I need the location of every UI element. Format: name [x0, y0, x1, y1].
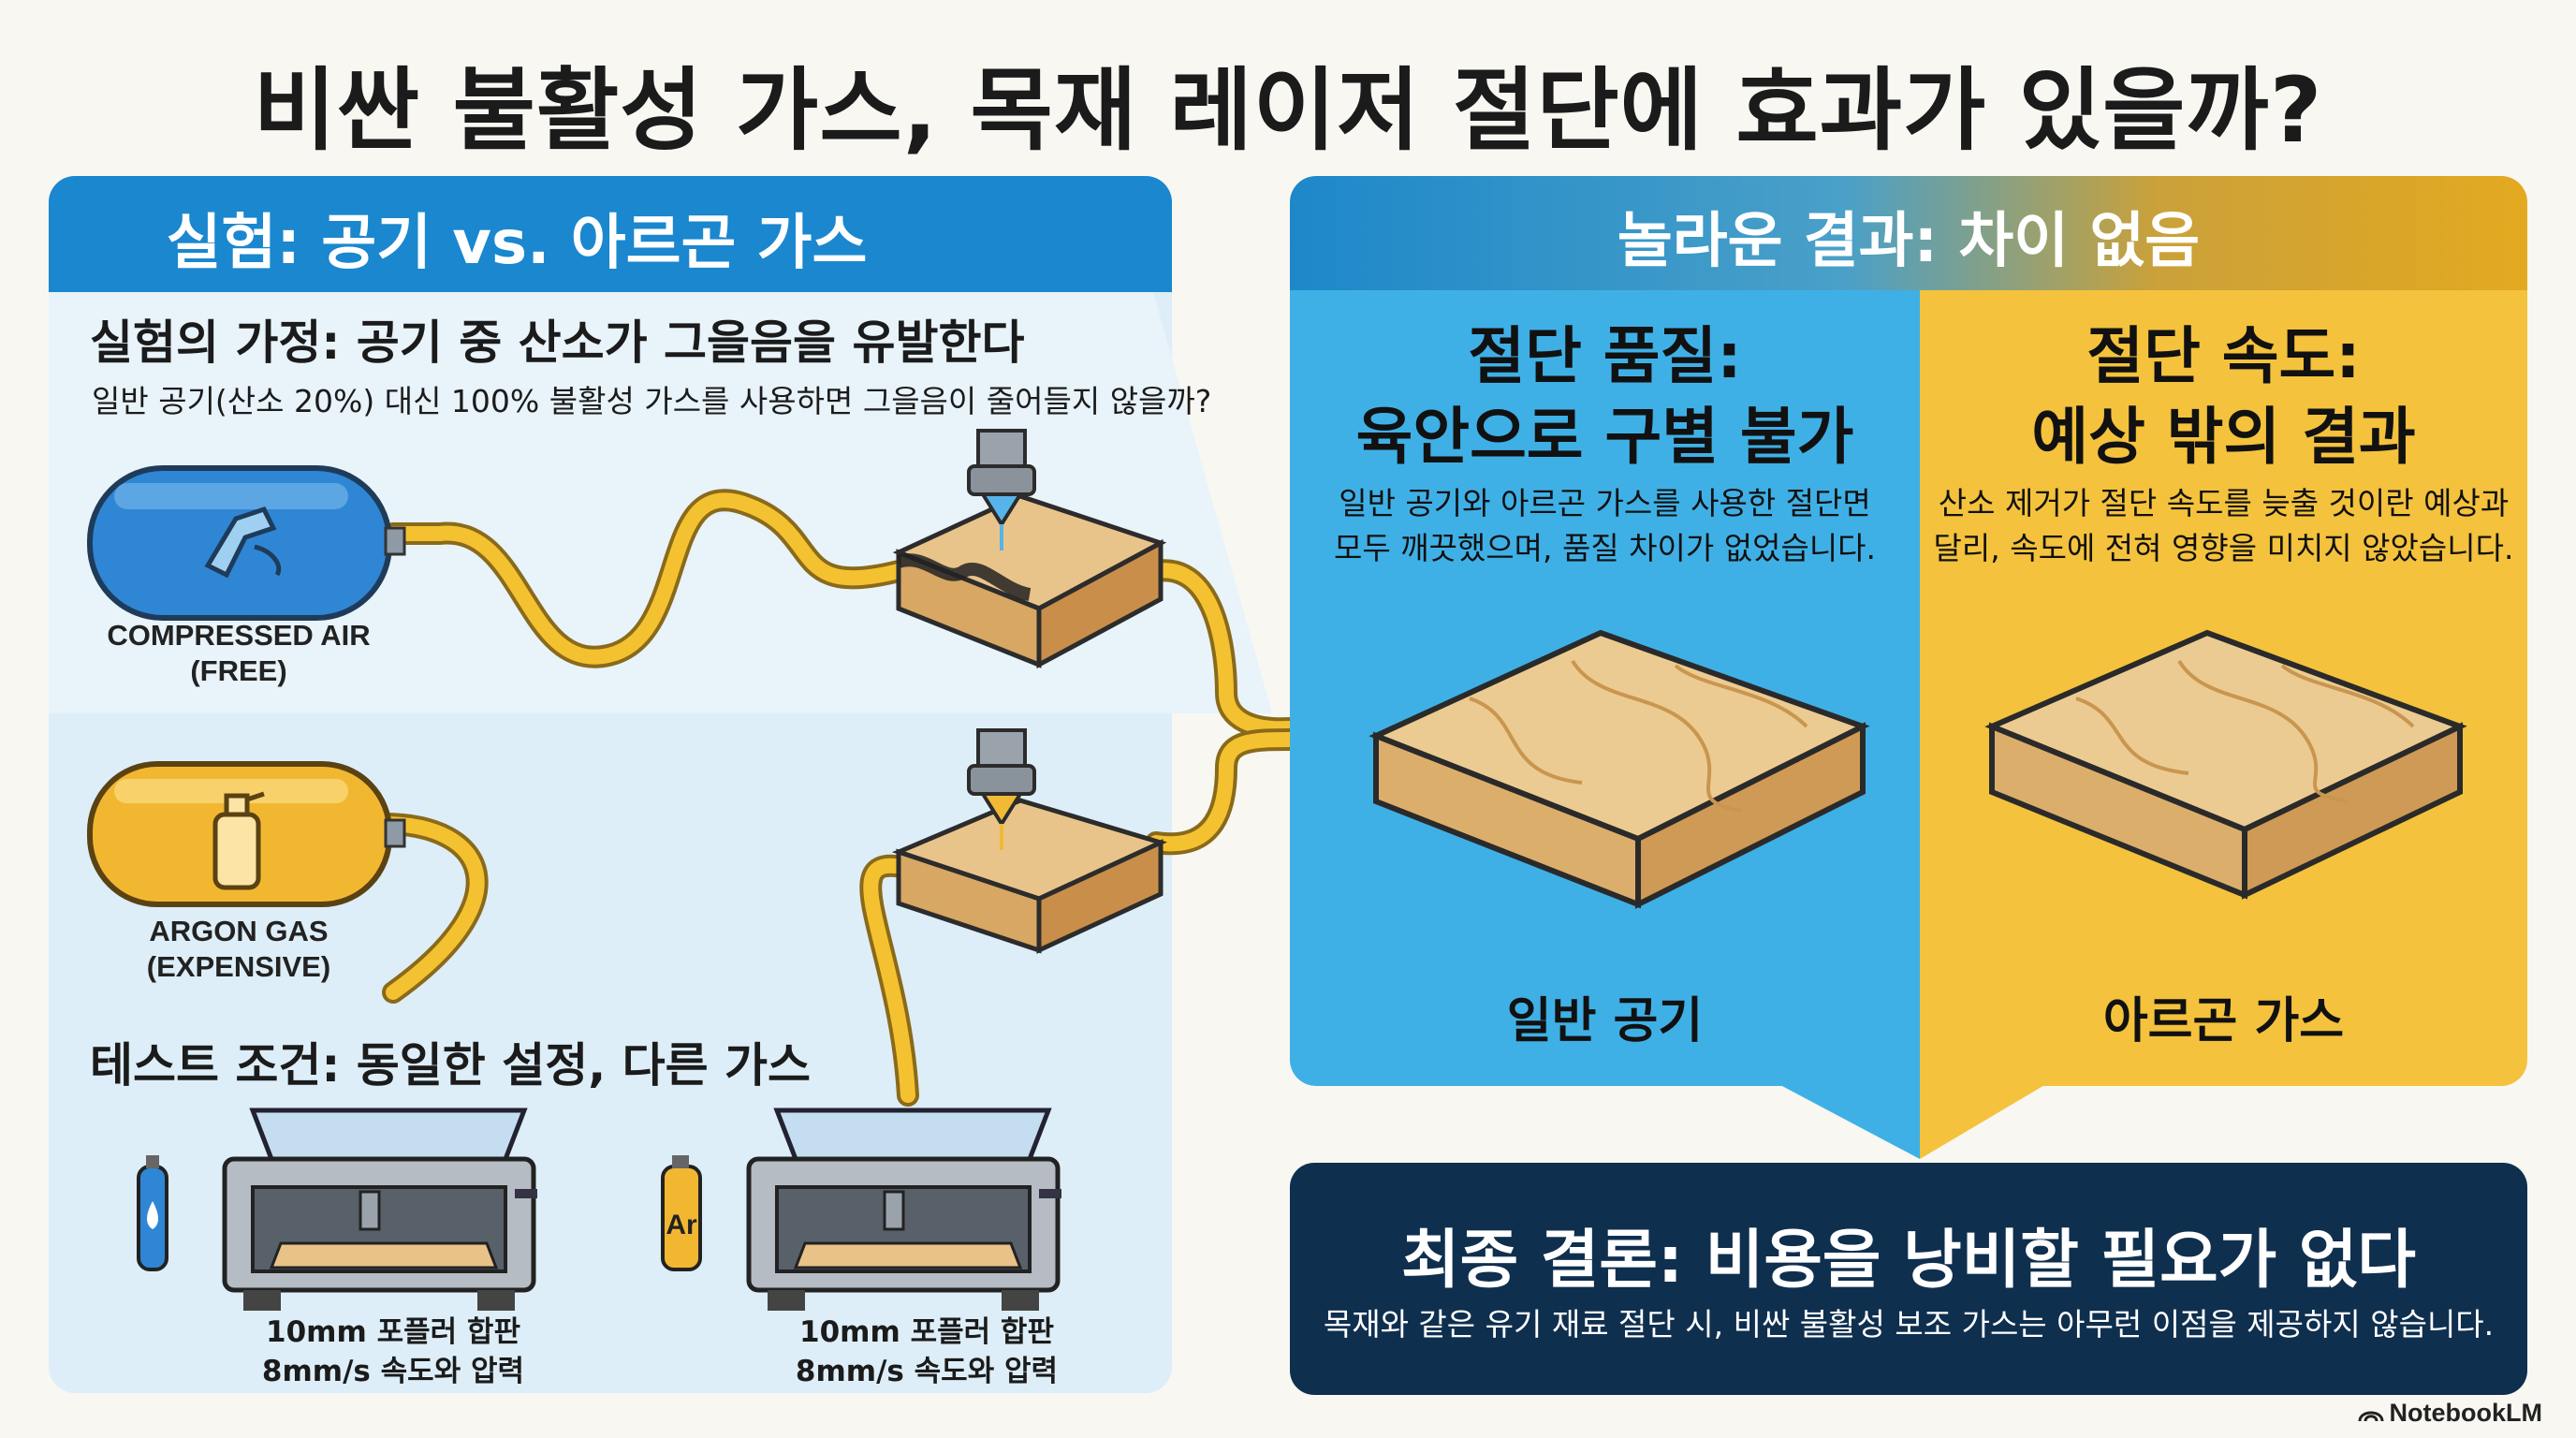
speed-description: 산소 제거가 절단 속도를 늦출 것이란 예상과 달리, 속도에 전혀 영향을 … — [1933, 485, 2514, 566]
conditions-title: 테스트 조건: 동일한 설정, 다른 가스 — [90, 1038, 812, 1093]
brand-watermark: NotebookLM — [2358, 1399, 2542, 1428]
hypothesis-title: 실험의 가정: 공기 중 산소가 그을음을 유발한다 — [90, 315, 1025, 370]
conclusion-text: 목재와 같은 유기 재료 절단 시, 비싼 불활성 보조 가스는 아무런 이점을… — [1323, 1306, 2495, 1343]
gas-nozzle-icon — [204, 506, 282, 579]
quality-title: 절단 품질: 육안으로 구별 불가 — [1355, 320, 1854, 473]
compressed-air-tank — [87, 465, 406, 621]
machine-argon-spec: 10mm 포플러 합판 8mm/s 속도와 압력 — [795, 1315, 1059, 1388]
gas-bottle-icon — [212, 791, 265, 890]
argon-gas-tank — [87, 761, 406, 907]
laser-head-icon — [967, 429, 1036, 550]
hypothesis-text: 일반 공기(산소 20%) 대신 100% 불활성 가스를 사용하면 그을음이 … — [92, 383, 1212, 419]
conclusion-title: 최종 결론: 비용을 낭비할 필요가 없다 — [1401, 1224, 2416, 1298]
results-header: 놀라운 결과: 차이 없음 — [1617, 207, 2201, 276]
notebooklm-logo-icon — [2358, 1411, 2384, 1422]
quality-wood-block — [1368, 629, 1870, 909]
air-cut-wood-block — [892, 429, 1167, 669]
laser-head-icon — [967, 728, 1036, 850]
argon-gas-label: ARGON GAS (EXPENSIVE) — [146, 915, 331, 983]
compressed-air-label: COMPRESSED AIR (FREE) — [107, 619, 371, 687]
argon-bottle-label: Ar — [666, 1210, 697, 1240]
quality-label: 일반 공기 — [1506, 993, 1704, 1049]
experiment-header: 실험: 공기 vs. 아르곤 가스 — [166, 209, 868, 278]
page-title: 비싼 불활성 가스, 목재 레이저 절단에 효과가 있을까? — [253, 58, 2323, 163]
speed-title: 절단 속도: 예상 밖의 결과 — [2031, 320, 2416, 473]
laser-machine-air — [137, 1108, 537, 1311]
speed-label: 아르곤 가스 — [2102, 993, 2345, 1049]
laser-machine-argon: Ar — [661, 1108, 1061, 1311]
speed-wood-block — [1984, 629, 2467, 900]
experiment-header-bar — [49, 176, 1172, 292]
argon-cut-wood-block — [891, 728, 1168, 954]
machine-air-spec: 10mm 포플러 합판 8mm/s 속도와 압력 — [261, 1315, 525, 1388]
conclusion-panel — [1290, 1163, 2527, 1395]
quality-description: 일반 공기와 아르곤 가스를 사용한 절단면 모두 깨끗했으며, 품질 차이가 … — [1333, 485, 1877, 566]
results-header-bar — [1290, 176, 2527, 290]
